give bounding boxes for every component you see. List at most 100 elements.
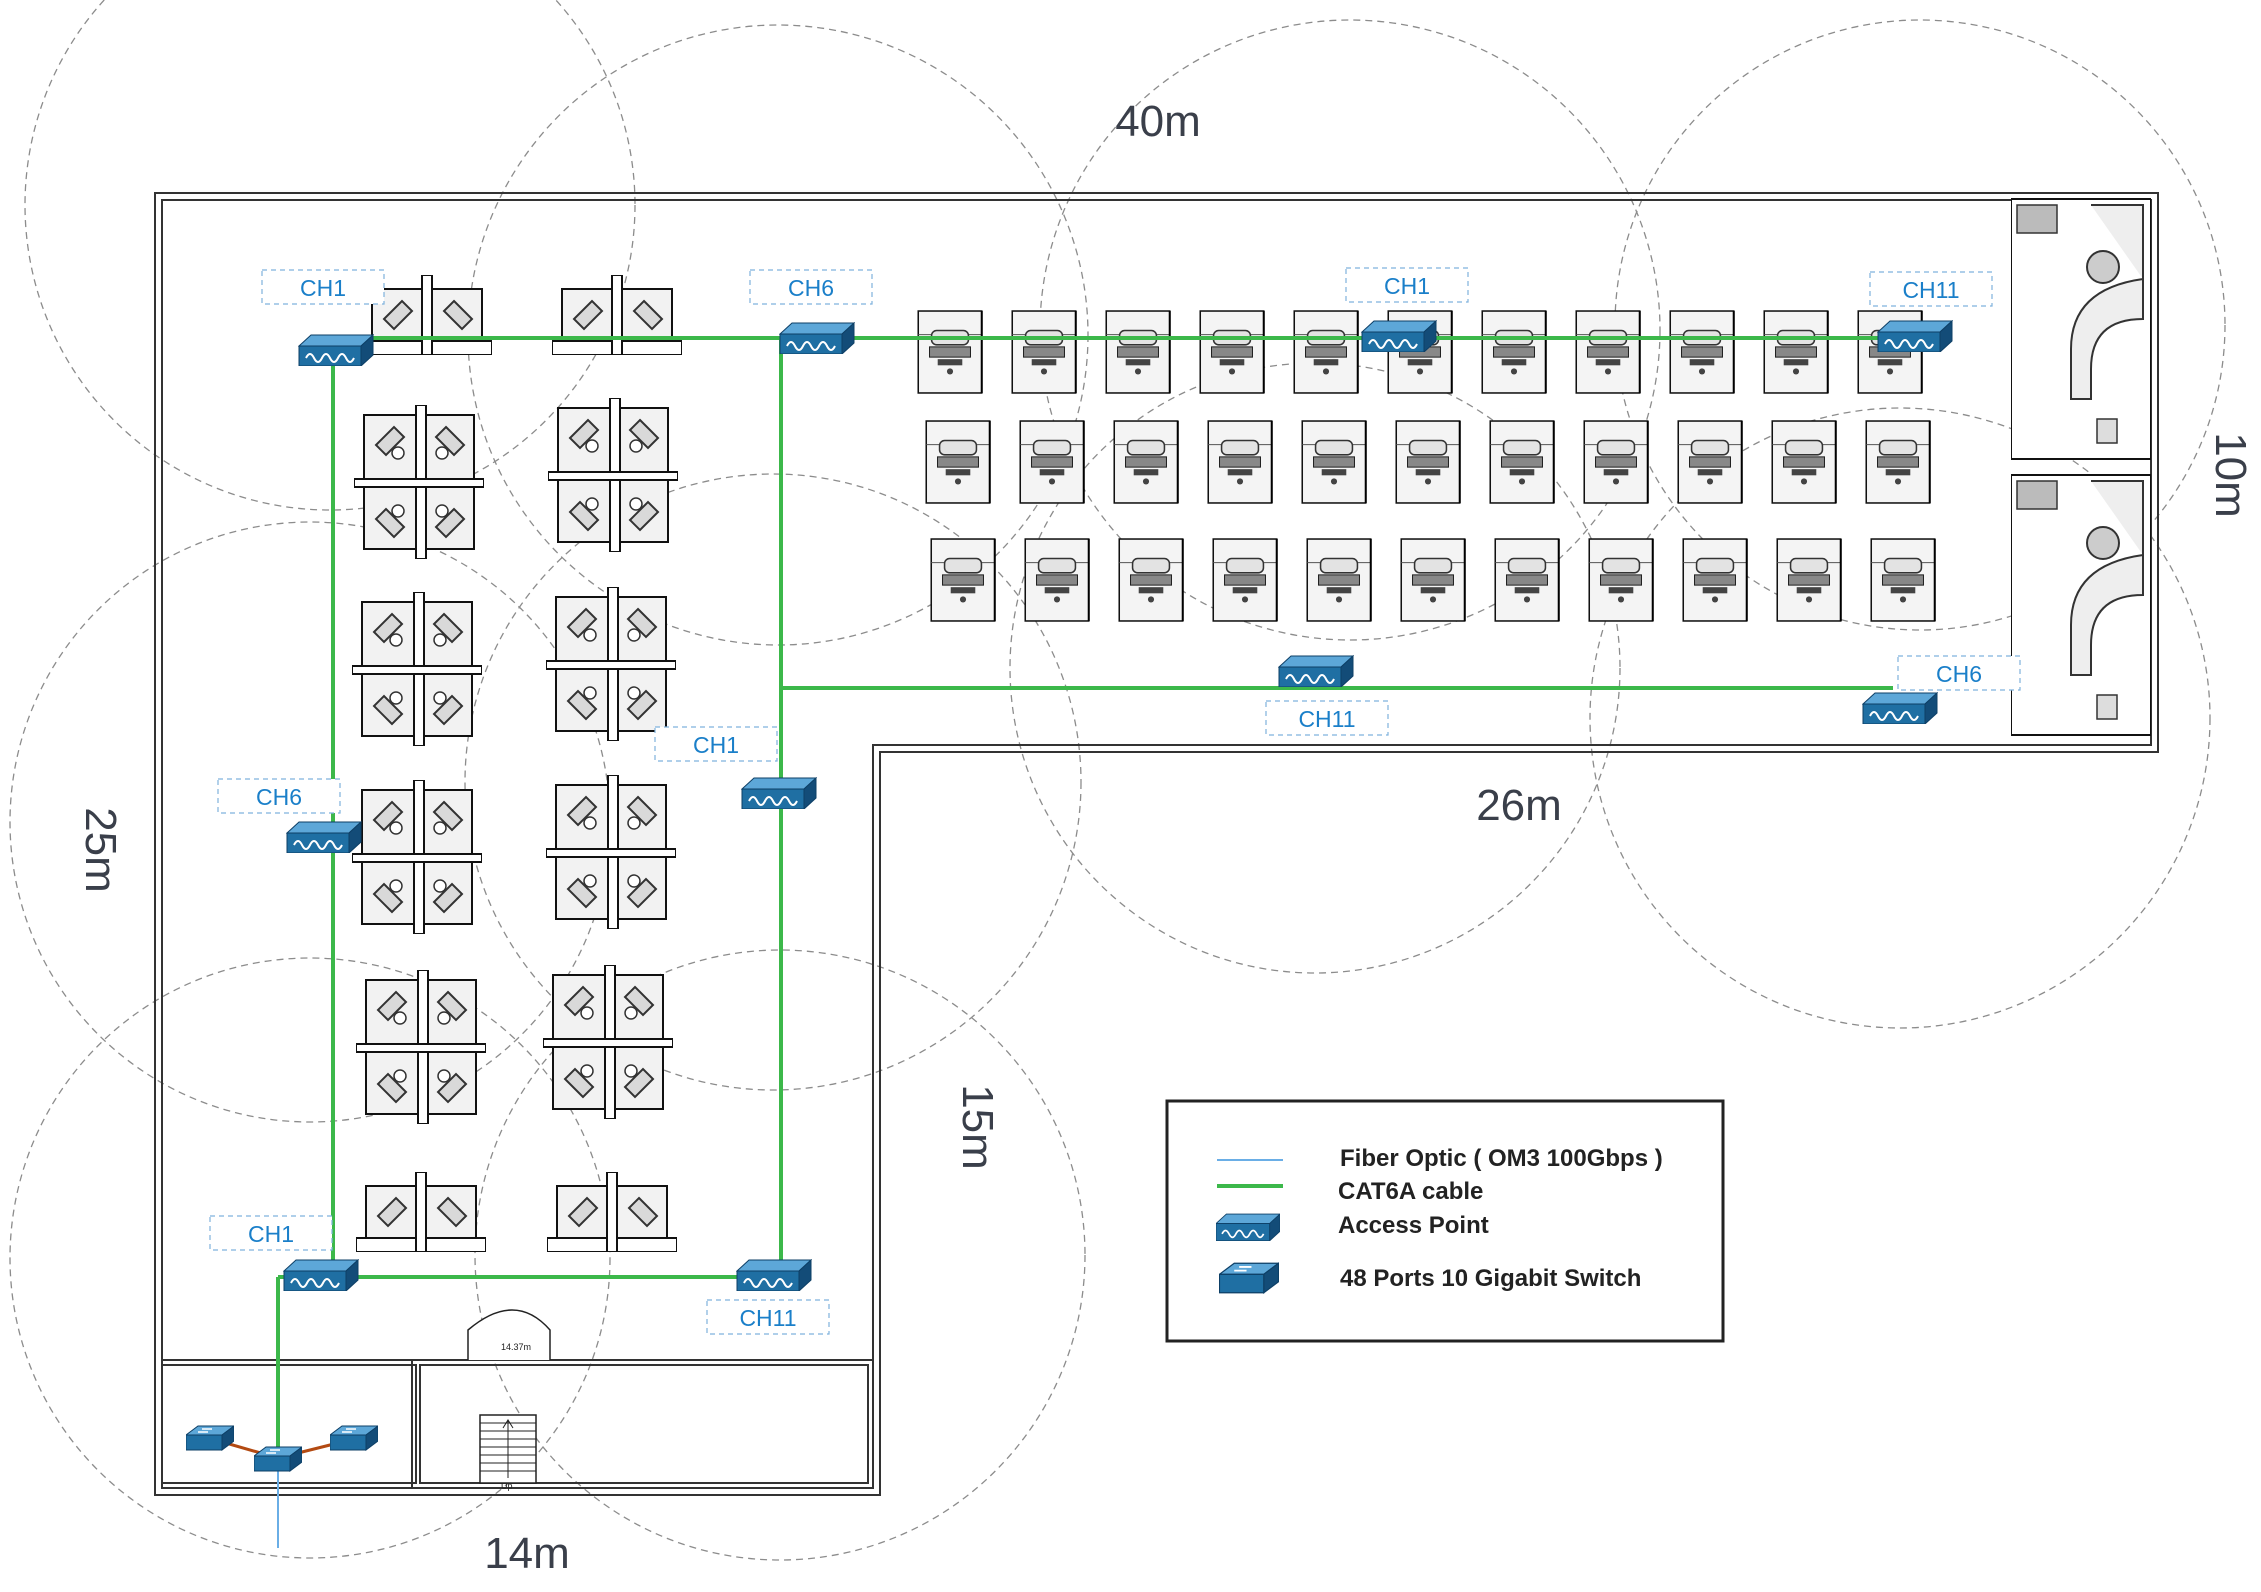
dimension-left: 25m xyxy=(76,807,125,893)
dimension-middle: 26m xyxy=(1476,781,1562,830)
building-outline xyxy=(154,192,2159,1496)
manager-office xyxy=(2011,473,2151,737)
channel-label: CH6 xyxy=(788,275,834,301)
access-point-icon xyxy=(1877,320,1953,352)
desk-workstation xyxy=(1399,538,1467,622)
desk-workstation xyxy=(1668,310,1736,394)
desk-workstation xyxy=(1864,420,1932,504)
channel-label: CH1 xyxy=(693,732,739,758)
manager-office xyxy=(2011,198,2151,460)
coverage-circles xyxy=(9,0,2226,1561)
outer-wall xyxy=(154,192,2159,1496)
desk-workstation xyxy=(1112,420,1180,504)
desk-workstation xyxy=(1292,310,1360,394)
desk-workstation xyxy=(924,420,992,504)
workstation-cluster xyxy=(543,965,673,1119)
switch-icon xyxy=(330,1425,378,1451)
dimension-top: 40m xyxy=(1115,97,1201,146)
coverage-circle xyxy=(1614,19,2226,631)
stair-up-label: Up xyxy=(501,1481,513,1491)
channel-label-texts: CH1 CH6 CH1 CH11 CH6 CH1 CH6 CH11 CH1 CH… xyxy=(248,273,1982,1331)
inner-wall xyxy=(161,199,2152,1489)
legend-switch-icon xyxy=(1219,1262,1279,1294)
workstation-cluster xyxy=(352,592,482,746)
desk-workstation xyxy=(1305,538,1373,622)
dimension-inner: 15m xyxy=(953,1084,1002,1170)
workstation-cluster xyxy=(354,405,484,559)
desk-workstation xyxy=(1198,310,1266,394)
server-rack xyxy=(186,1425,378,1472)
switch-icon xyxy=(186,1425,234,1451)
channel-label: CH1 xyxy=(300,275,346,301)
desk-workstation xyxy=(1587,538,1655,622)
workstation-half-cluster xyxy=(356,1172,486,1252)
dimension-right: 10m xyxy=(2206,432,2255,518)
desk-workstation xyxy=(1488,420,1556,504)
access-point-icon xyxy=(1278,655,1354,687)
channel-label: CH6 xyxy=(256,784,302,810)
legend-fiber-label: Fiber Optic ( OM3 100Gbps ) xyxy=(1340,1145,1663,1172)
coverage-circle xyxy=(9,957,611,1559)
desk-workstation xyxy=(1104,310,1172,394)
channel-label: CH11 xyxy=(1902,277,1959,303)
coverage-circle xyxy=(1009,362,1621,974)
access-point-icon xyxy=(1361,320,1437,352)
desk-workstation xyxy=(1582,420,1650,504)
channel-label: CH6 xyxy=(1936,661,1982,687)
manager-offices xyxy=(2011,198,2151,737)
access-point-icon xyxy=(736,1259,812,1291)
channel-label: CH1 xyxy=(248,1221,294,1247)
desk-row xyxy=(924,420,1932,504)
desk-workstation xyxy=(1300,420,1368,504)
access-point-icon xyxy=(298,334,374,366)
desk-workstation xyxy=(1394,420,1462,504)
access-point-icon xyxy=(286,821,362,853)
desk-row xyxy=(929,538,1937,622)
workstation-cluster xyxy=(546,587,676,741)
desk-rows xyxy=(916,310,1937,622)
legend-switch-label: 48 Ports 10 Gigabit Switch xyxy=(1340,1265,1641,1292)
workstation-cluster xyxy=(546,775,676,929)
workstation-clusters xyxy=(352,275,682,1252)
desk-workstation xyxy=(1493,538,1561,622)
dimension-bottom: 14m xyxy=(484,1529,570,1578)
workstation-cluster xyxy=(548,398,678,552)
channel-label: CH11 xyxy=(739,1305,796,1331)
channel-label: CH1 xyxy=(1384,273,1430,299)
channel-label: CH11 xyxy=(1298,706,1355,732)
desk-workstation xyxy=(1770,420,1838,504)
channel-labels xyxy=(209,267,2021,1335)
desk-workstation xyxy=(1681,538,1749,622)
workstation-cluster xyxy=(356,970,486,1124)
coverage-circle xyxy=(464,473,1082,1091)
access-point-icon xyxy=(741,777,817,809)
door-width-label: 14.37m xyxy=(501,1342,531,1352)
desk-workstation xyxy=(1211,538,1279,622)
access-point-icon xyxy=(1862,692,1938,724)
coverage-circle xyxy=(24,0,636,511)
access-point-icon xyxy=(283,1259,359,1291)
desk-workstation xyxy=(1018,420,1086,504)
desk-workstation xyxy=(1775,538,1843,622)
desk-workstation xyxy=(1480,310,1548,394)
desk-workstation xyxy=(916,310,984,394)
desk-workstation xyxy=(1676,420,1744,504)
access-point-icon xyxy=(779,322,855,354)
desk-workstation xyxy=(1023,538,1091,622)
desk-workstation xyxy=(1117,538,1185,622)
door-arc xyxy=(467,1309,551,1360)
switch-icon xyxy=(254,1446,302,1472)
coverage-circle xyxy=(1589,407,2211,1029)
desk-workstation xyxy=(1574,310,1642,394)
legend-cat6a-label: CAT6A cable xyxy=(1338,1178,1483,1205)
desk-workstation xyxy=(1762,310,1830,394)
desk-workstation xyxy=(1206,420,1274,504)
legend-ap-label: Access Point xyxy=(1338,1212,1489,1239)
workstation-half-cluster xyxy=(547,1172,677,1252)
stairs: Up 14.37m xyxy=(467,1309,551,1491)
dimension-labels: 40m 10m 25m 26m 15m 14m xyxy=(76,97,2255,1578)
legend-access-point-icon xyxy=(1216,1213,1280,1241)
workstation-half-cluster xyxy=(552,275,682,355)
desk-workstation xyxy=(1010,310,1078,394)
